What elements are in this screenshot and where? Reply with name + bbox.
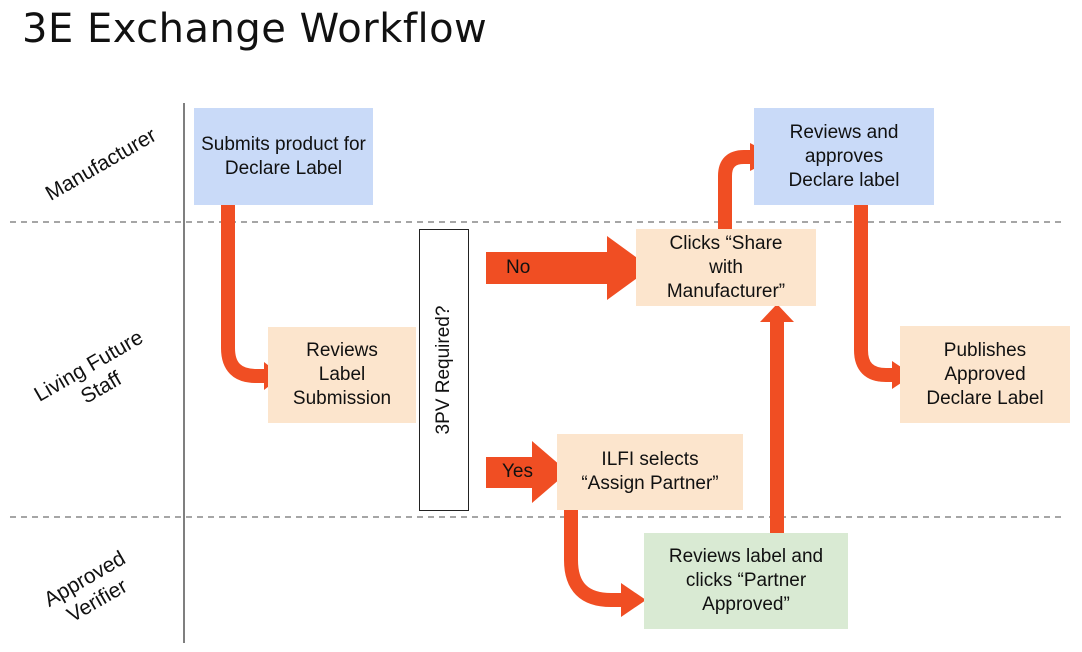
- arrow-submit-to-review: [221, 203, 266, 383]
- step-assign: ILFI selects “Assign Partner”: [557, 434, 743, 510]
- step-share-text: Clicks “Share with Manufacturer”: [666, 232, 786, 302]
- arrowhead-share-up: [760, 304, 794, 322]
- step-share: Clicks “Share with Manufacturer”: [636, 229, 816, 306]
- step-partner-approved-text: Reviews label and clicks “Partner Approv…: [668, 546, 824, 615]
- step-review-submission: Reviews Label Submission: [268, 327, 416, 423]
- step-manufacturer-approves-text: Reviews and approves Declare label: [788, 121, 900, 191]
- step-partner-approved: Reviews label and clicks “Partner Approv…: [644, 533, 848, 629]
- arrow-approve-to-publish: [854, 203, 894, 382]
- yes-arrow: [486, 441, 568, 503]
- step-manufacturer-approves: Reviews and approves Declare label: [754, 108, 934, 205]
- arrow-share-to-approve: [718, 150, 752, 229]
- step-assign-text: ILFI selects “Assign Partner”: [581, 449, 719, 494]
- arrow-assign-to-verifier: [564, 508, 623, 607]
- step-submit: Submits product for Declare Label: [194, 108, 373, 205]
- step-submit-text: Submits product for Declare Label: [201, 133, 366, 179]
- no-arrow: [486, 236, 651, 300]
- no-label: No: [506, 257, 531, 278]
- yes-label: Yes: [502, 461, 533, 482]
- page-title: 3E Exchange Workflow: [22, 6, 488, 52]
- arrowhead-verifier: [621, 583, 646, 617]
- decision-label: 3PV Required?: [433, 305, 454, 435]
- decision-box: 3PV Required?: [419, 229, 469, 511]
- step-review-submission-text: Reviews Label Submission: [292, 340, 392, 409]
- step-publish-text: Publishes Approved Declare Label: [926, 339, 1044, 409]
- step-publish: Publishes Approved Declare Label: [900, 326, 1070, 423]
